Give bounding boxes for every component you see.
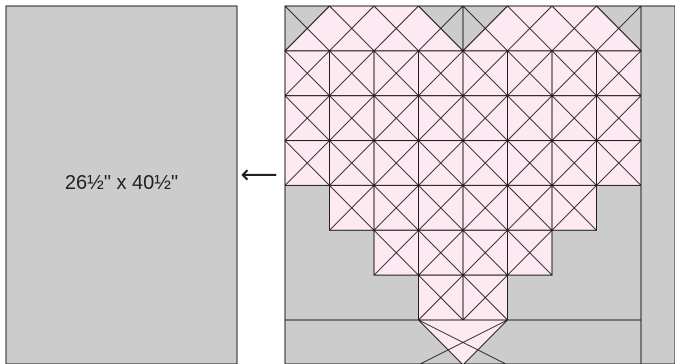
heart-seam-line [462, 140, 508, 186]
heart-seam-line [596, 50, 642, 97]
heart-seam-line [373, 50, 419, 97]
heart-seam-line [284, 140, 330, 186]
heart-seam-line [329, 140, 375, 186]
heart-seam-line [551, 5, 597, 52]
heart-seam-line [418, 185, 464, 231]
heart-seam-line [418, 50, 464, 97]
heart-seam-line [373, 140, 419, 186]
heart-seam-line [373, 95, 419, 141]
heart-seam-line [284, 95, 330, 141]
heart-seam-line [462, 185, 508, 231]
heart-seam-line [418, 5, 464, 52]
heart-seam-line [507, 229, 553, 276]
heart-seam-line [507, 185, 553, 231]
heart-seam-line [418, 95, 464, 141]
heart-seam-line [284, 5, 330, 52]
heart-seam-line [507, 50, 553, 97]
heart-seam-line [462, 95, 508, 141]
heart-seam-line [551, 185, 597, 231]
heart-seam-line [507, 5, 553, 52]
heart-seam-line [551, 50, 597, 97]
heart-seam-line [329, 185, 375, 231]
cut-panel [5, 5, 238, 364]
heart-seam-line [596, 140, 642, 186]
quilt-top [283, 5, 675, 364]
heart-seam-line [329, 95, 375, 141]
heart-seam-line [418, 229, 464, 276]
heart-seam-line [462, 274, 508, 321]
heart-seam-line [419, 319, 508, 364]
heart-seam-line [596, 5, 642, 52]
heart-seam-line [507, 95, 553, 141]
heart-seam-line [462, 229, 508, 276]
heart-motif [283, 5, 643, 364]
heart-seam-line [329, 5, 375, 52]
heart-seam-line [373, 229, 419, 276]
panel-size-label: 26½" x 40½" [65, 172, 178, 194]
heart-seam-line [551, 140, 597, 186]
right-border-strip [640, 5, 675, 364]
heart-seam-line [462, 5, 508, 52]
heart-seam-line [551, 95, 597, 141]
heart-seam-line [507, 140, 553, 186]
quilt-frame [284, 5, 642, 321]
heart-seam-line [418, 274, 464, 321]
heart-seam-line [284, 50, 330, 97]
heart-seam-line [462, 50, 508, 97]
heart-seam-line [373, 5, 419, 52]
heart-seam-line [596, 95, 642, 141]
heart-seam-line [329, 50, 375, 97]
heart-seam-line [373, 185, 419, 231]
left-arrow-icon: ⟵ [240, 160, 277, 190]
heart-seam-line [418, 140, 464, 186]
